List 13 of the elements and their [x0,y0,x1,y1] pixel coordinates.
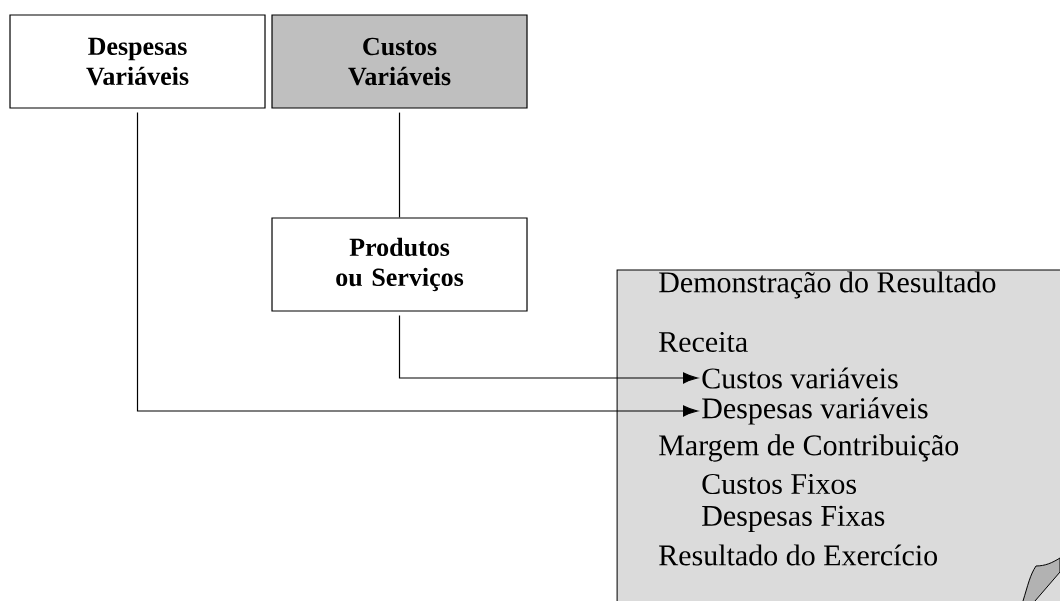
statement-line: Receita [659,331,748,353]
statement-line: Custos variáveis [702,367,898,389]
statement-line: Despesas variáveis [702,397,928,425]
process-box: Produtos ou Serviços [271,217,528,312]
connector-line [398,112,401,218]
statement-line: Custos Fixos [702,473,856,495]
process-box: Custos Variáveis [271,14,528,109]
statement-line: Margem de Contribuição [659,434,959,462]
arrow [398,315,698,384]
process-box: Despesas Variáveis [9,14,266,109]
statement-line: Despesas Fixas [702,505,885,533]
arrow [136,112,698,417]
statement-line: Resultado do Exercício [659,544,937,566]
